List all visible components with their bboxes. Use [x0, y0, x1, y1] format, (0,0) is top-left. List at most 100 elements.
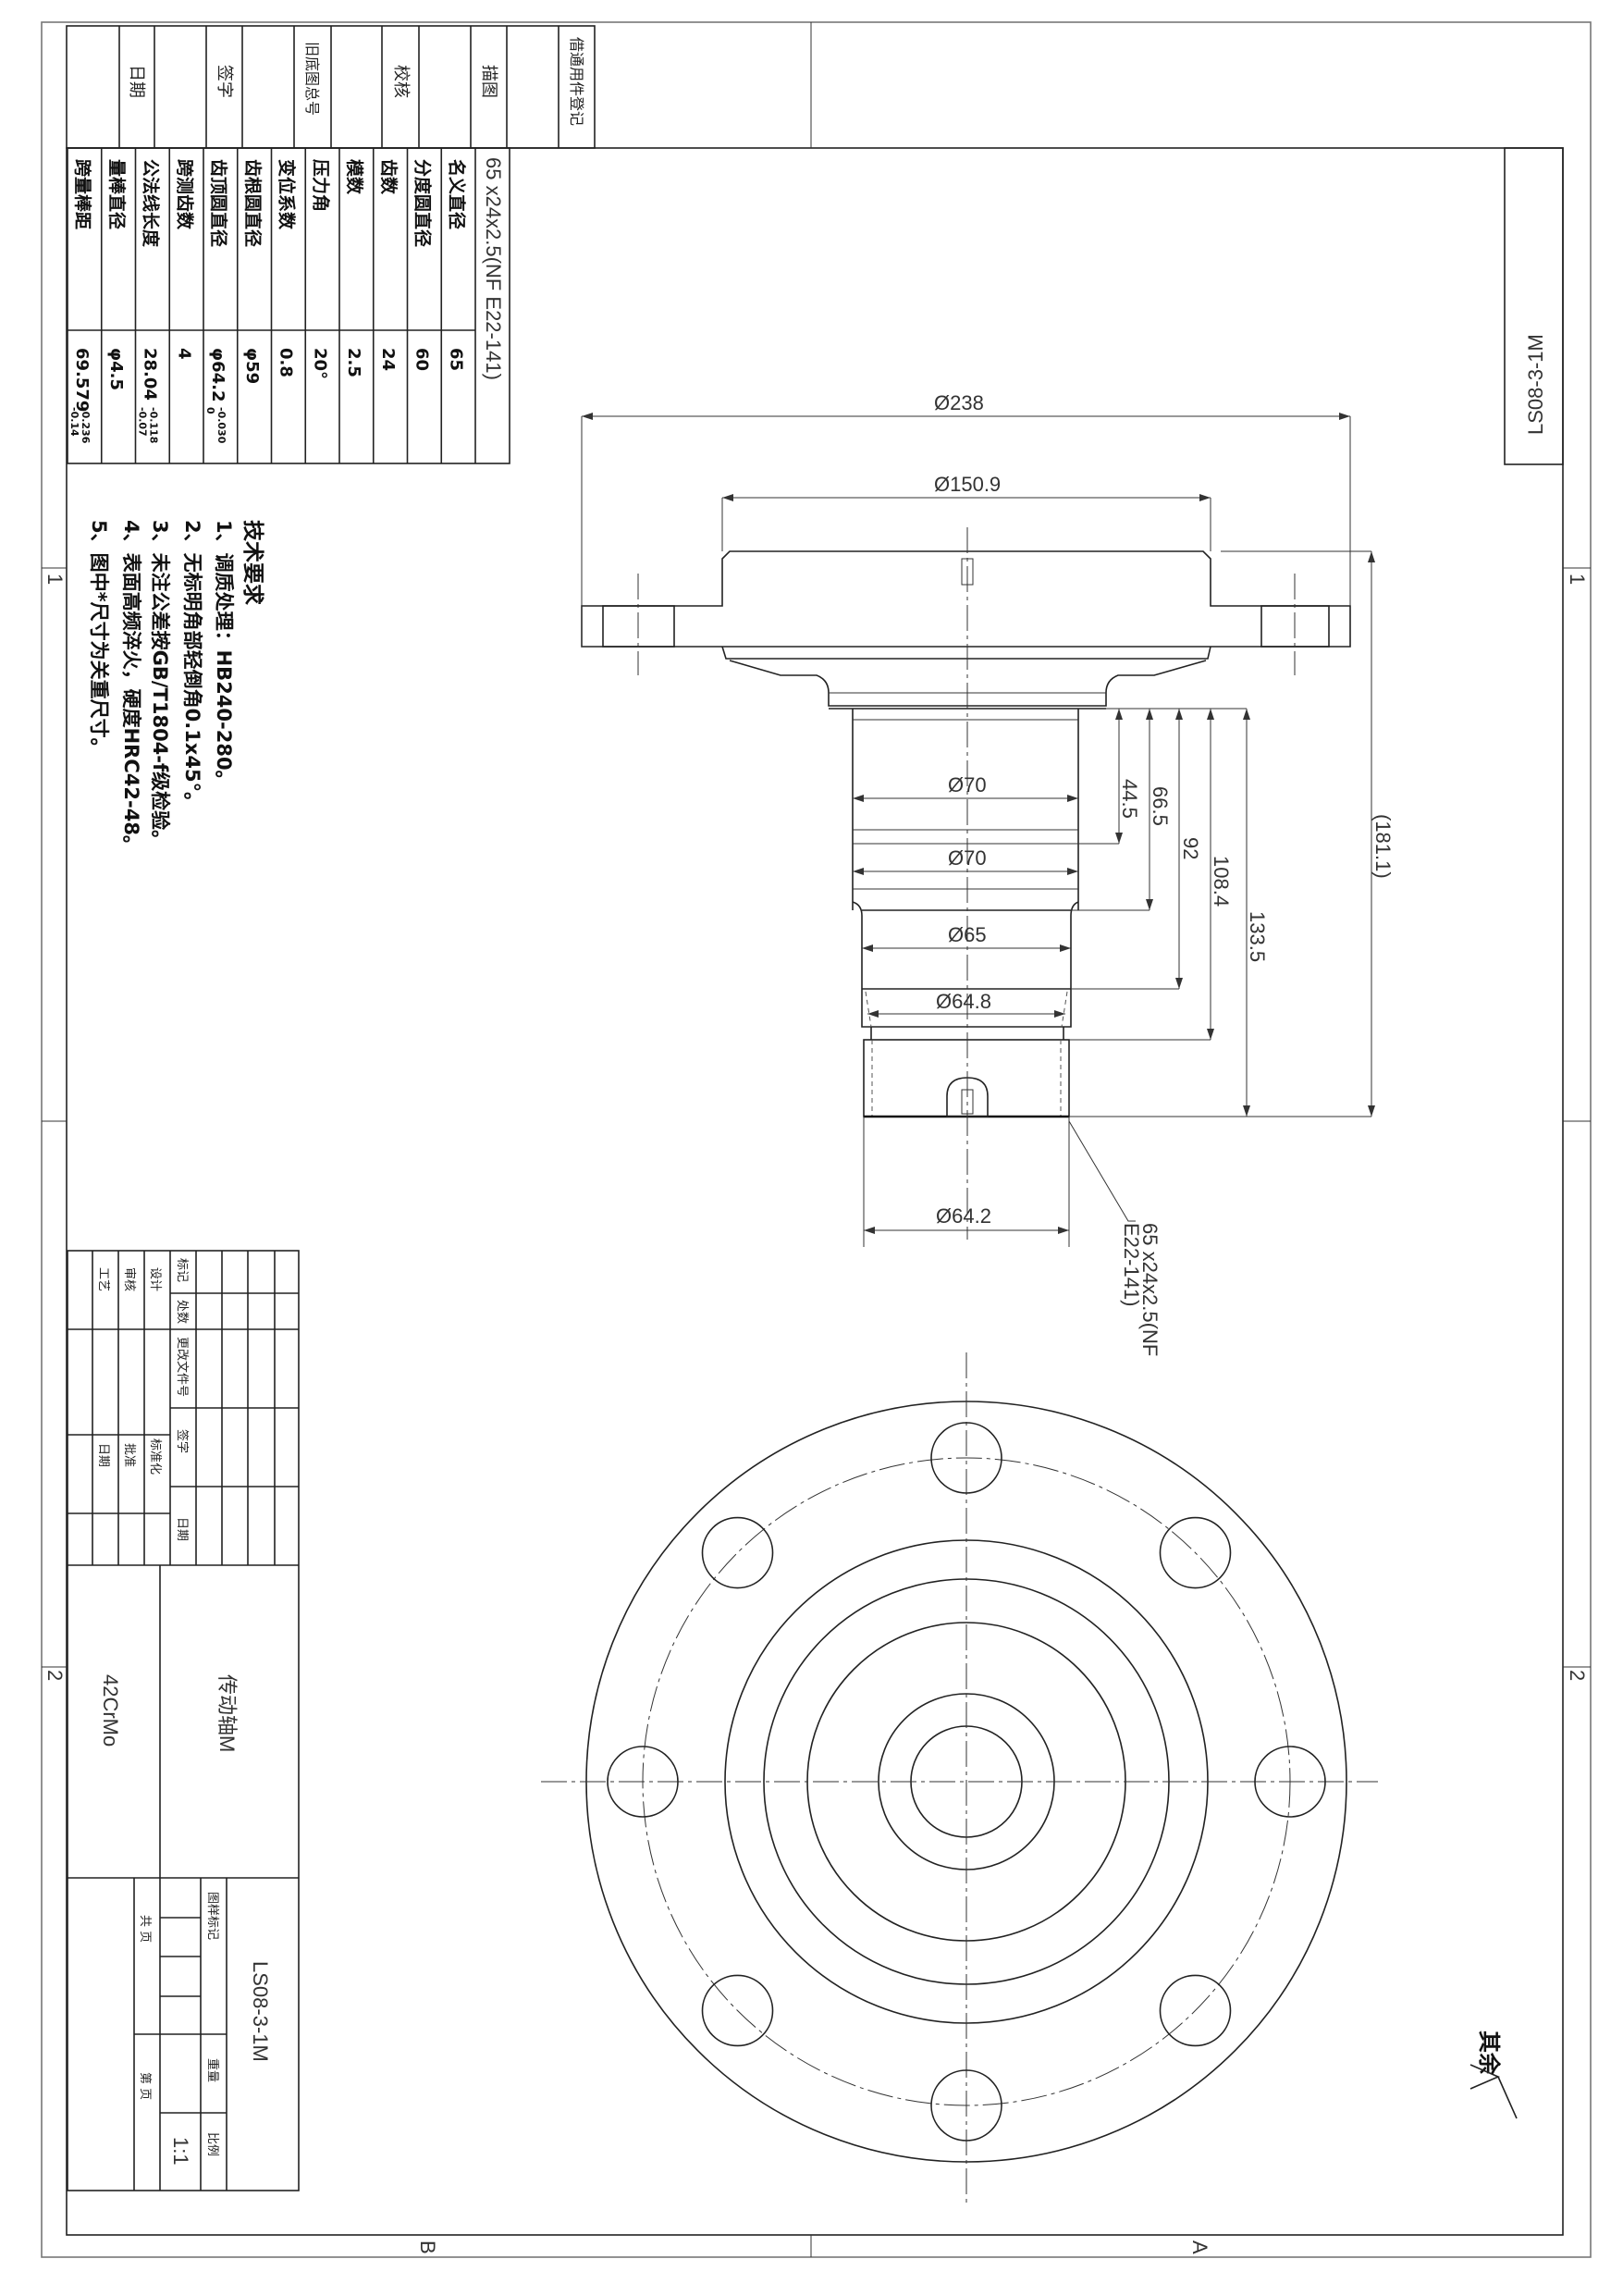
gear-param-label: 齿数 — [378, 159, 400, 195]
shaft-section-view — [581, 416, 1371, 1247]
gear-param-label: 量棒直径 — [106, 159, 128, 229]
sheet-total: 共 页 — [138, 1915, 152, 1943]
dim-l108-4: 108.4 — [1210, 856, 1233, 907]
dimension-arrow — [1115, 709, 1123, 720]
gear-param-value: φ4.5 — [106, 348, 126, 390]
gear-param-tol-upper: -0.07 — [137, 407, 149, 437]
dimension-arrow — [1175, 709, 1183, 720]
header-block: 日期 签字 旧底图总号 校核 描图 借通用件登记 — [66, 25, 596, 149]
gear-param-tol-upper: -0.14 — [68, 407, 80, 437]
gear-param-tol-lower: -0.118 — [148, 407, 160, 443]
bolt-hole — [1159, 1974, 1232, 2047]
dimension-arrow — [1243, 709, 1250, 720]
tb-label-change-doc: 更改文件号 — [175, 1337, 189, 1397]
tb-label-standard: 标准化 — [148, 1438, 162, 1475]
gear-param-value: 69.579 — [72, 348, 92, 412]
dimension-arrow — [1199, 494, 1211, 501]
technical-requirements: 技术要求 1、调质处理：HB240-280。 2、无标明角部轻倒角0.1x45°… — [88, 520, 264, 855]
tb-label-date-2: 日期 — [96, 1443, 110, 1467]
zone-row-2-left: 2 — [43, 1670, 67, 1681]
gear-param-label: 跨量棒距 — [72, 159, 93, 229]
drawing-number: LS08-3-1M — [249, 1961, 272, 2062]
bolt-hole — [607, 1746, 679, 1818]
zone-row-1-left: 1 — [43, 574, 67, 585]
gear-param-label: 变位系数 — [277, 159, 298, 230]
dimension-arrow — [1146, 899, 1153, 910]
dim-l133-5: 133.5 — [1246, 911, 1269, 962]
gear-parameter-table: 65 x24x2.5(NF E22-141)名义直径65分度圆直径60齿数24模… — [67, 147, 510, 464]
gear-param-value: 20° — [310, 348, 329, 379]
part-name: 传动轴M — [215, 1674, 239, 1752]
material: 42CrMo — [99, 1674, 122, 1747]
gear-param-label: 分度圆直径 — [412, 159, 434, 247]
dim-d238: Ø238 — [934, 391, 984, 414]
tb-label-drawing-mark: 图样标记 — [205, 1892, 219, 1940]
bolt-hole — [1159, 1516, 1232, 1589]
tb-label-count: 处数 — [175, 1300, 189, 1324]
gear-param-tol-lower: -0.030 — [215, 407, 227, 444]
sheet-number: 第 页 — [138, 2072, 152, 2100]
roughness-symbol-icon — [1469, 2064, 1518, 2119]
gear-param-tol-lower: -0.236 — [80, 407, 92, 444]
gear-param-value: 4 — [174, 348, 193, 360]
dimension-arrow — [867, 1010, 879, 1018]
header-label-tracing: 描图 — [479, 65, 498, 98]
tb-label-date: 日期 — [175, 1517, 189, 1541]
zone-col-b: B — [416, 2240, 439, 2254]
spline-note-line-2: E22-141) — [1120, 1223, 1143, 1307]
dimension-arrow — [582, 413, 593, 420]
outer-border — [41, 21, 1592, 2258]
tb-label-process: 工艺 — [96, 1267, 110, 1291]
bolt-hole — [1254, 1746, 1326, 1818]
gear-param-value: 65 — [446, 348, 465, 371]
dim-d64-2: Ø64.2 — [936, 1204, 991, 1228]
dimension-arrow — [862, 944, 873, 952]
tb-label-review: 审核 — [122, 1267, 136, 1291]
gear-param-label: 齿根圆直径 — [242, 159, 264, 247]
dim-d150-9: Ø150.9 — [934, 473, 1001, 496]
gear-param-value: 60 — [412, 348, 432, 371]
gear-param-value: 28.04 — [141, 348, 160, 401]
zone-col-a: A — [1188, 2240, 1211, 2254]
dimension-arrow — [722, 494, 733, 501]
gear-param-value: 24 — [378, 348, 398, 371]
tech-req-item: 2、无标明角部轻倒角0.1x45°。 — [181, 520, 203, 811]
tb-label-mark: 标记 — [175, 1258, 189, 1282]
dimension-arrow — [853, 795, 864, 802]
dimension-arrow — [1243, 1105, 1250, 1117]
zone-markers: 1 2 1 2 B A — [42, 22, 1591, 2257]
header-label-signature: 签字 — [215, 65, 234, 98]
tech-req-item: 3、未注公差按GB/T1804-f级检验。 — [149, 520, 171, 849]
bolt-hole — [930, 2069, 1002, 2142]
header-label-old-drawing-no: 旧底图总号 — [303, 42, 321, 116]
dim-d70-a: Ø70 — [948, 773, 987, 796]
dimension-arrow — [1058, 1227, 1069, 1234]
surface-roughness: 其余 — [1469, 2031, 1518, 2119]
tech-req-title: 技术要求 — [240, 520, 264, 605]
header-label-borrowed-parts: 借通用件登记 — [568, 37, 585, 126]
gear-param-label: 压力角 — [310, 159, 331, 212]
dimension-arrow — [1146, 709, 1153, 720]
gear-param-value: φ64.2 — [208, 348, 227, 402]
dimension-arrow — [1054, 1010, 1065, 1018]
inner-frame — [66, 147, 1564, 2236]
bolt-hole — [701, 1516, 774, 1589]
dim-l44-5: 44.5 — [1118, 779, 1141, 819]
flange-section — [581, 550, 1351, 648]
drawing-number-top: LS08-3-1M — [1524, 334, 1547, 435]
dimension-arrow — [1115, 833, 1123, 844]
bolt-hole — [701, 1974, 774, 2047]
gear-param-label: 齿顶圆直径 — [208, 159, 229, 247]
drawing-number-box: LS08-3-1M — [1504, 147, 1564, 465]
gear-param-label: 跨测齿数 — [174, 159, 195, 230]
gear-param-tol-upper: 0 — [204, 407, 216, 414]
gear-param-label: 模数 — [344, 159, 365, 195]
bolt-hole — [930, 1422, 1002, 1494]
spline-note-line-1: 65 x24x2.5(NF — [1138, 1223, 1162, 1356]
tb-label-design: 设计 — [148, 1267, 162, 1291]
dimension-arrow — [1175, 978, 1183, 989]
tb-label-scale: 比例 — [205, 2132, 219, 2156]
dimension-arrow — [864, 1227, 875, 1234]
dimension-arrow — [1368, 1105, 1375, 1117]
